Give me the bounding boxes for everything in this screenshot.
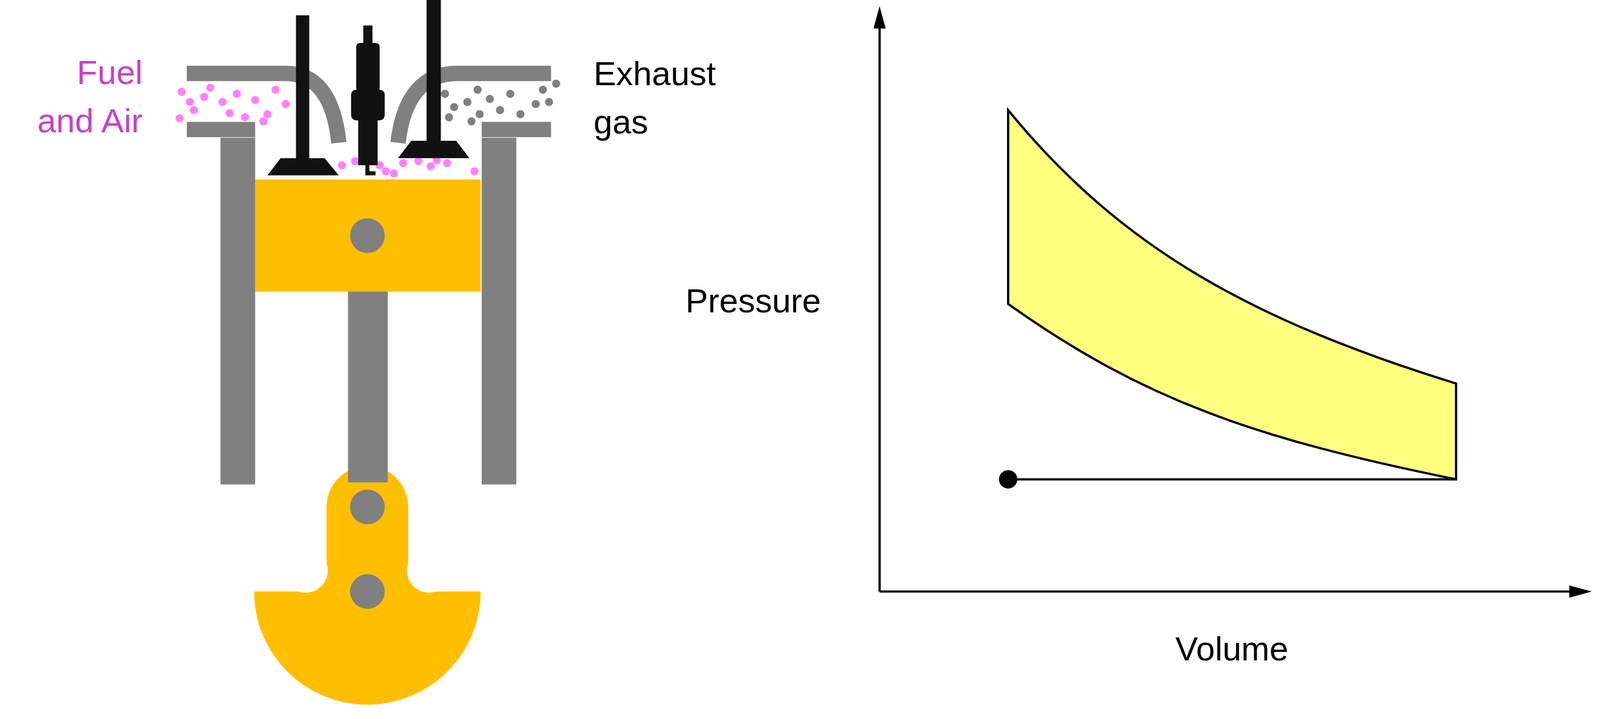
particle-dot xyxy=(218,97,227,107)
particle-dot xyxy=(426,0,442,143)
particle-dot xyxy=(516,110,525,119)
arrow-head xyxy=(1569,585,1592,598)
particle-dot xyxy=(259,117,268,126)
particle-dot xyxy=(443,158,452,168)
arrow-head xyxy=(873,6,886,29)
particle-dot xyxy=(475,110,485,119)
particle-dot xyxy=(356,42,380,92)
flow-label: Fuel and Air xyxy=(18,48,143,146)
particle-dot xyxy=(337,161,347,170)
particle-dot xyxy=(358,118,378,166)
intake-line xyxy=(1008,478,1457,481)
exhaust-particles xyxy=(440,79,560,126)
particle-dot xyxy=(381,167,390,176)
crank-axle xyxy=(349,574,385,609)
pressure-axis xyxy=(878,16,881,592)
particle-dot xyxy=(505,90,515,99)
particle-dot xyxy=(200,93,209,102)
volume-axis xyxy=(879,590,1582,593)
axis-label: Volume xyxy=(1175,625,1289,674)
particle-dot xyxy=(241,113,250,122)
intake-valve xyxy=(267,15,339,176)
intake-port-wall xyxy=(186,122,256,138)
crankshaft xyxy=(253,466,481,705)
intake-port-wall xyxy=(186,73,340,144)
particle-dot xyxy=(444,113,454,122)
particle-dot xyxy=(225,109,234,118)
particle-dot xyxy=(351,157,360,166)
particle-dot xyxy=(398,158,408,168)
exhaust-port-wall xyxy=(481,122,552,138)
particle-dot xyxy=(426,161,436,171)
cylinder-wall xyxy=(481,137,517,485)
particle-dot xyxy=(351,90,386,121)
particle-dot xyxy=(189,106,199,115)
piston-pin xyxy=(349,218,385,253)
particle-dot xyxy=(485,94,495,104)
particle-dot xyxy=(281,99,291,109)
particle-dot xyxy=(463,97,472,107)
particle-dot xyxy=(467,117,476,126)
particle-dot xyxy=(473,85,482,95)
particle-dot xyxy=(175,114,184,123)
cycle-area xyxy=(1008,110,1457,480)
particle-dot xyxy=(470,167,479,176)
particle-dot xyxy=(271,85,280,95)
pv-chart xyxy=(873,6,1592,598)
cylinder-wall xyxy=(220,137,256,485)
axis-label: Pressure xyxy=(685,276,821,326)
connecting-rod xyxy=(348,288,389,483)
particle-dot xyxy=(250,96,260,105)
particle-dot xyxy=(551,79,561,89)
flow-label: Exhaust gas xyxy=(593,49,739,147)
particle-dot xyxy=(389,169,399,178)
particle-dot xyxy=(185,97,195,107)
exhaust-port-wall xyxy=(397,73,551,144)
spark-plug xyxy=(351,25,386,174)
crank-pin xyxy=(349,489,385,525)
particle-dot xyxy=(495,106,505,115)
particle-dot xyxy=(545,97,554,107)
engine xyxy=(175,0,560,705)
exhaust-valve xyxy=(397,0,470,159)
particle-dot xyxy=(296,15,310,161)
start-dot xyxy=(999,470,1018,489)
particle-dot xyxy=(440,90,450,99)
particle-dot xyxy=(206,83,215,92)
particle-dot xyxy=(267,158,339,176)
particle-dot xyxy=(450,102,459,112)
particle-dot xyxy=(414,157,423,166)
piston xyxy=(255,179,481,292)
particle-dot xyxy=(367,163,376,174)
particle-dot xyxy=(538,85,548,95)
particle-dot xyxy=(177,87,187,97)
particle-dot xyxy=(263,110,273,119)
particle-dot xyxy=(232,90,242,99)
particle-dot xyxy=(531,99,541,109)
particle-dot xyxy=(397,140,470,159)
